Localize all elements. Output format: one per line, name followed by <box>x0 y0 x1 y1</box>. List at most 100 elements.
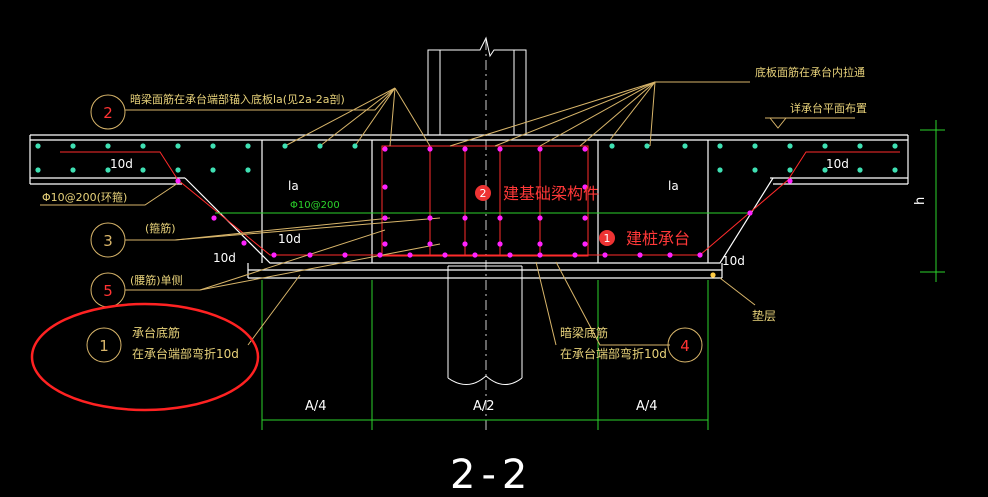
rebar-dot <box>210 167 216 173</box>
rebar-dot <box>644 143 650 149</box>
rebar-dot <box>282 143 288 149</box>
rebar-dot <box>697 252 703 258</box>
dim-10d-top-right: 10d <box>826 157 849 171</box>
callout-1: 1 <box>99 337 109 355</box>
badge-beam-member[interactable]: 2 建基础梁构件 <box>475 184 599 203</box>
rebar-dot <box>609 143 615 149</box>
rebar-dot <box>892 143 898 149</box>
dim-10d-bottom-right: 10d <box>722 254 745 268</box>
rebar-dot <box>140 143 146 149</box>
rebar-dot <box>537 215 543 221</box>
rebar-dot <box>352 143 358 149</box>
beam-stirrups <box>60 145 900 257</box>
callout-5: 5 <box>103 282 113 300</box>
badge-beam-member-number: 2 <box>480 187 487 200</box>
rebar-dot <box>892 167 898 173</box>
rebar-dot <box>317 143 323 149</box>
callout-4: 4 <box>680 337 690 355</box>
rebar-dot <box>382 241 388 247</box>
rebar-dot <box>787 167 793 173</box>
pile-cap-bottom-line1: 承台底筋 <box>132 325 180 340</box>
rebar-dot <box>271 252 277 258</box>
stirrup-label: (箍筋) <box>145 221 176 235</box>
rebar-dot <box>582 241 588 247</box>
rebar-dot <box>241 240 247 246</box>
rebar-dot <box>442 252 448 258</box>
ring-stirrup-label: Φ10@200(环箍) <box>42 190 127 204</box>
top-note: 暗梁面筋在承台端部锚入底板la(见2a-2a剖) <box>130 92 345 106</box>
height-label: h <box>913 197 928 205</box>
rebar-dot <box>537 146 543 152</box>
rebar-dot <box>70 143 76 149</box>
pile-cap-bottom-line2: 在承台端部弯折10d <box>132 346 239 361</box>
rebar-dot <box>717 143 723 149</box>
beam-rebar-dots <box>175 146 793 278</box>
badge-pile-cap[interactable]: 1 建桩承台 <box>599 229 690 248</box>
rebar-dot <box>582 184 588 190</box>
dim-10d-bottom-left: 10d <box>213 251 236 265</box>
rebar-dot <box>175 167 181 173</box>
rebar-dot <box>245 143 251 149</box>
rebar-dot <box>382 184 388 190</box>
rebar-dot <box>497 146 503 152</box>
dim-a4-left: A/4 <box>305 399 327 414</box>
dim-a4-right: A/4 <box>636 399 658 414</box>
rebar-dot <box>407 252 413 258</box>
cushion-label: 垫层 <box>752 308 776 323</box>
rebar-dot <box>710 272 716 278</box>
rebar-dot <box>717 167 723 173</box>
rebar-dot <box>342 252 348 258</box>
rebar-dot <box>472 252 478 258</box>
callout-3: 3 <box>103 232 113 250</box>
dim-a2: A/2 <box>473 399 495 414</box>
rebar-dot <box>682 143 688 149</box>
rebar-dot <box>175 143 181 149</box>
rebar-dot <box>245 167 251 173</box>
rebar-dot <box>582 146 588 152</box>
rebar-dot <box>462 215 468 221</box>
rebar-dot <box>497 241 503 247</box>
beam-bottom-line1: 暗梁底筋 <box>560 325 608 340</box>
badge-beam-member-text: 建基础梁构件 <box>503 184 599 203</box>
rebar-dot <box>497 215 503 221</box>
badge-pile-cap-text: 建桩承台 <box>626 229 690 248</box>
rebar-dot <box>857 167 863 173</box>
rebar-dot <box>427 241 433 247</box>
rebar-dot <box>35 143 41 149</box>
plan-note: 详承台平面布置 <box>790 101 867 115</box>
rebar-dot <box>105 167 111 173</box>
badge-pile-cap-number: 1 <box>604 232 611 245</box>
rebar-dot <box>105 143 111 149</box>
rebar-dot <box>537 241 543 247</box>
rebar-dot <box>822 167 828 173</box>
rebar-dot <box>377 252 383 258</box>
rebar-dot <box>637 252 643 258</box>
rebar-dot <box>427 215 433 221</box>
rebar-dot <box>35 167 41 173</box>
rebar-dot <box>211 215 217 221</box>
dim-10d-top-left: 10d <box>110 157 133 171</box>
section-title: 2-2 <box>450 452 533 497</box>
column-stub <box>427 36 527 135</box>
rebar-dot <box>787 178 793 184</box>
rebar-dot <box>382 215 388 221</box>
dimension-lines <box>261 120 945 430</box>
rebar-dot <box>582 215 588 221</box>
waist-bar-label: (腰筋)单侧 <box>130 273 183 287</box>
rebar-dot <box>752 167 758 173</box>
rebar-dot <box>857 143 863 149</box>
rebar-dot <box>822 143 828 149</box>
rebar-dot <box>747 210 753 216</box>
rebar-dot <box>507 252 513 258</box>
callout-2: 2 <box>103 104 113 122</box>
rebar-dot <box>572 252 578 258</box>
rebar-dot <box>752 143 758 149</box>
beam-bottom-line2: 在承台端部弯折10d <box>560 346 667 361</box>
rebar-dot <box>427 146 433 152</box>
pile <box>447 265 523 385</box>
rebar-dot <box>140 167 146 173</box>
highlight-ellipse <box>30 302 260 412</box>
slab-rebar-dots <box>35 143 898 173</box>
